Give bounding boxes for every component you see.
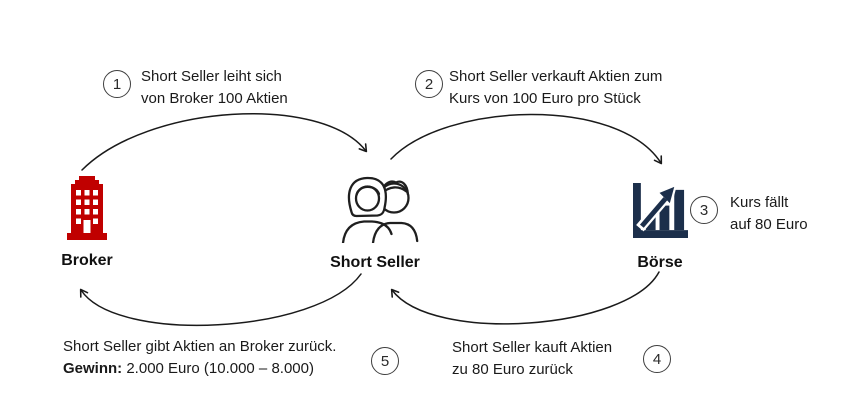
step-3-number: 3 — [699, 201, 709, 219]
step-4-badge: 4 — [643, 345, 671, 373]
step-5-gewinn-value: 2.000 Euro (10.000 – 8.000) — [122, 360, 314, 377]
step-1-badge: 1 — [103, 70, 131, 98]
step-4-line-1: Short Seller kauft Aktien — [452, 339, 613, 356]
step-5-badge: 5 — [371, 347, 399, 375]
step-5-gewinn-label: Gewinn: — [63, 360, 123, 377]
step-2-badge: 2 — [415, 70, 443, 98]
building-icon — [67, 176, 107, 240]
broker-node — [64, 176, 110, 240]
step-5-number: 5 — [380, 352, 390, 370]
arrow-step-1-broker-to-shortseller — [81, 113, 368, 171]
step-4-text: Short Seller kauft Aktien zu 80 Euro zur… — [452, 337, 612, 381]
step-3-text: Kurs fällt auf 80 Euro — [730, 192, 808, 236]
people-icon — [341, 176, 419, 243]
step-4-number: 4 — [652, 350, 662, 368]
step-4-line-2: zu 80 Euro zurück — [452, 361, 573, 378]
boerse-label: Börse — [637, 254, 683, 271]
step-1-text: Short Seller leiht sich von Broker 100 A… — [141, 66, 288, 110]
step-5-line-1: Short Seller gibt Aktien an Broker zurüc… — [63, 338, 337, 355]
step-1-number: 1 — [112, 75, 122, 93]
step-1-line-2: von Broker 100 Aktien — [141, 90, 288, 107]
step-5-line-2: Gewinn: 2.000 Euro (10.000 – 8.000) — [63, 358, 336, 380]
short-seller-node — [339, 171, 419, 243]
step-1-line-1: Short Seller leiht sich — [141, 68, 282, 85]
bar-chart-rising-icon — [633, 183, 688, 238]
short-seller-label: Short Seller — [330, 254, 420, 271]
arrow-step-5-shortseller-to-broker — [79, 273, 362, 326]
arrow-step-4-boerse-to-shortseller — [390, 271, 660, 325]
step-2-line-1: Short Seller verkauft Aktien zum — [449, 68, 663, 85]
boerse-node — [633, 183, 688, 238]
arrow-step-2-shortseller-to-boerse — [390, 113, 663, 165]
step-2-line-2: Kurs von 100 Euro pro Stück — [449, 90, 641, 107]
step-3-badge: 3 — [690, 196, 718, 224]
broker-label: Broker — [61, 252, 113, 269]
step-3-line-1: Kurs fällt — [730, 194, 789, 211]
step-2-text: Short Seller verkauft Aktien zum Kurs vo… — [449, 66, 662, 110]
step-3-line-2: auf 80 Euro — [730, 216, 808, 233]
step-5-text: Short Seller gibt Aktien an Broker zurüc… — [63, 336, 336, 380]
step-2-number: 2 — [424, 75, 434, 93]
